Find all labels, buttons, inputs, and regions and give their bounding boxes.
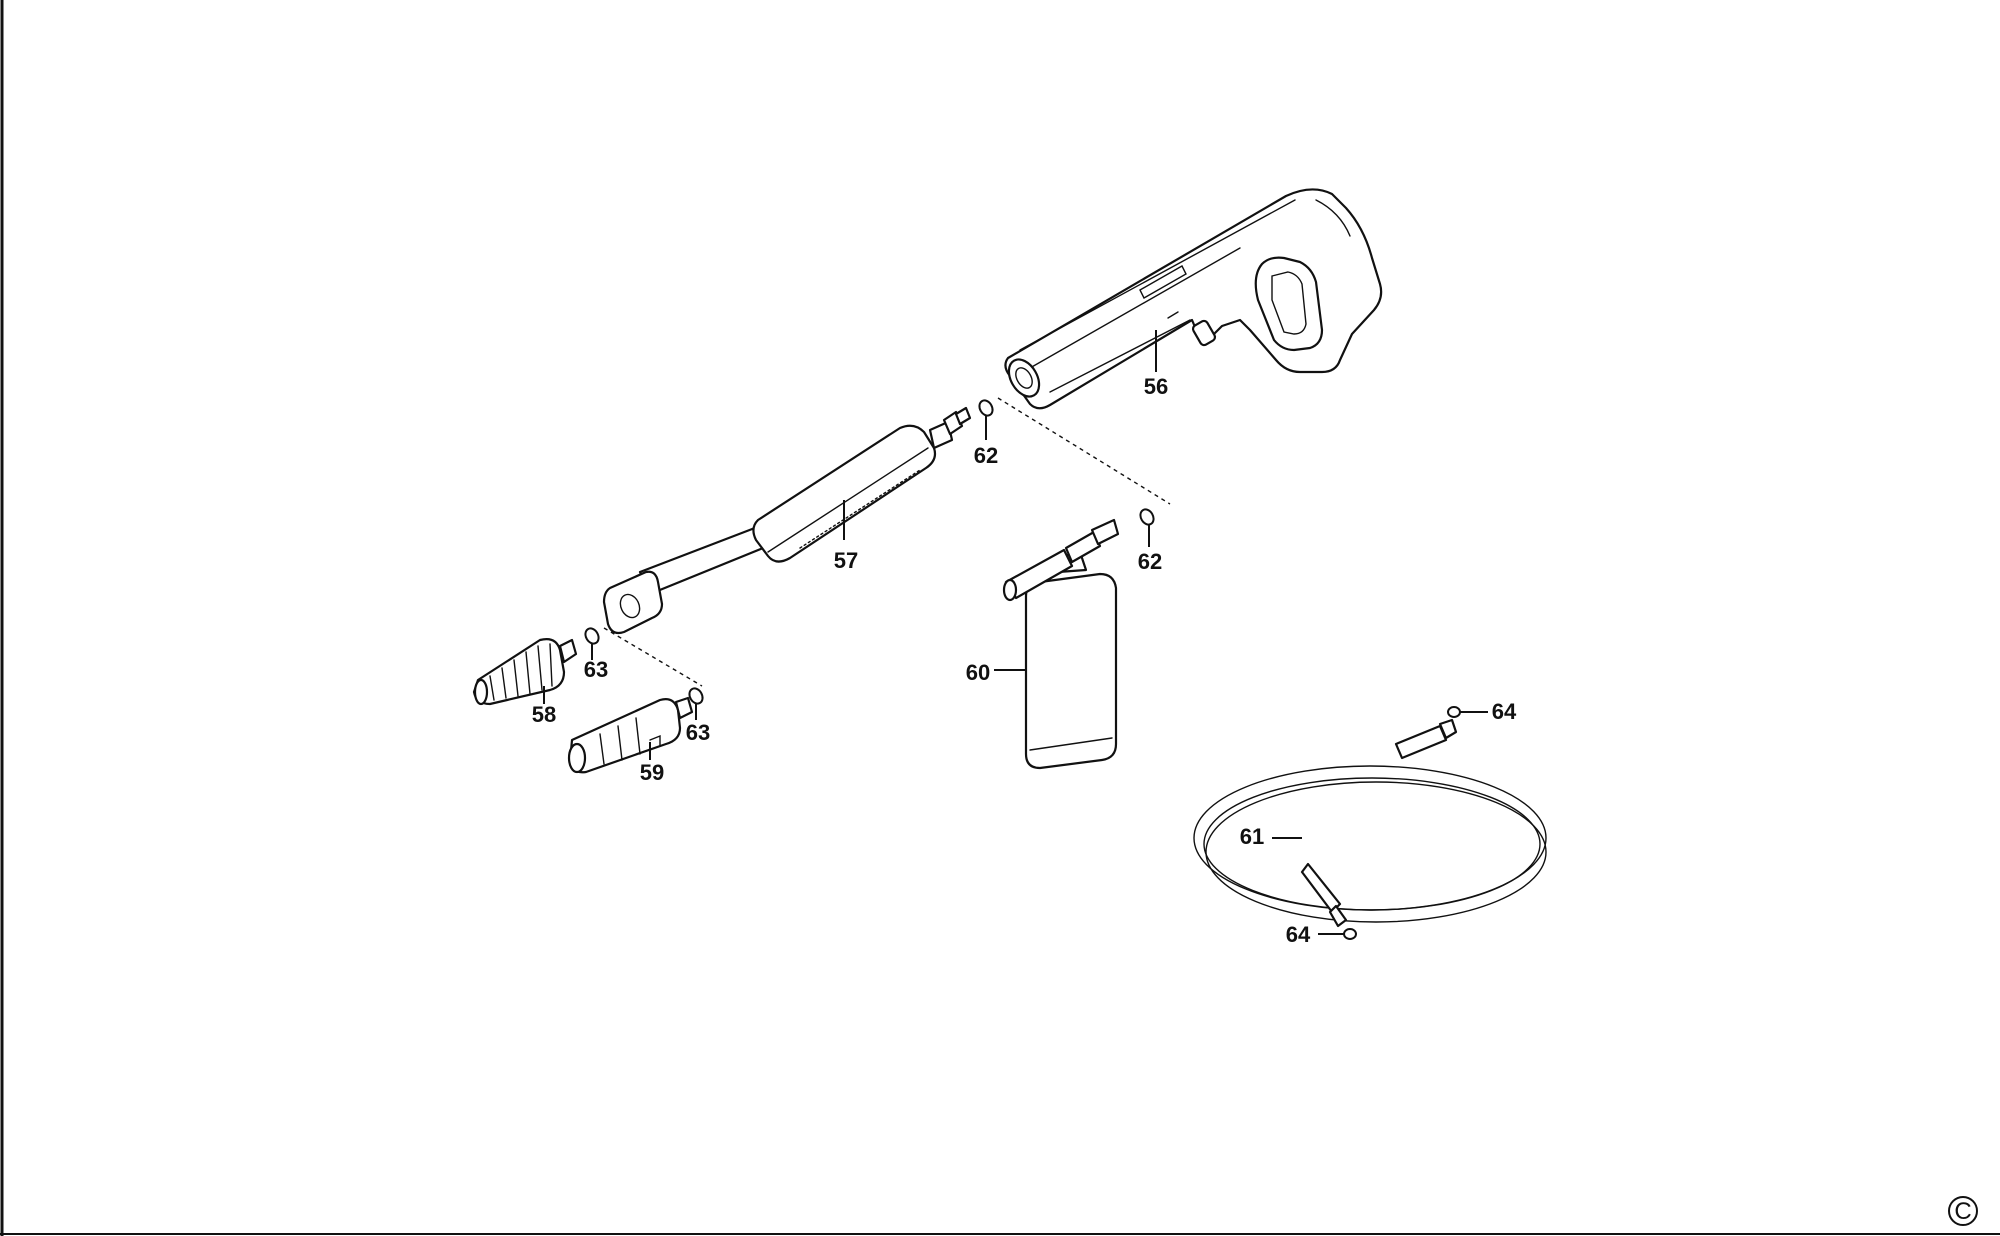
callout-63b: 63 <box>686 720 710 745</box>
seal-ring-64a <box>1447 706 1461 718</box>
callout-57: 57 <box>834 548 858 573</box>
seal-ring-62b <box>1139 508 1155 526</box>
seal-ring-63a <box>584 627 600 645</box>
callout-60: 60 <box>966 660 990 685</box>
callout-58: 58 <box>532 702 556 727</box>
callout-64a: 64 <box>1492 699 1517 724</box>
turbo-nozzle <box>472 638 578 706</box>
assembly-line-gun-bottle <box>997 397 1171 505</box>
callout-63a: 63 <box>584 657 608 682</box>
seal-ring-62a <box>978 399 994 417</box>
callout-64b: 64 <box>1286 922 1311 947</box>
high-pressure-hose <box>1193 718 1547 928</box>
callout-62b: 62 <box>1138 549 1162 574</box>
callout-61: 61 <box>1240 824 1264 849</box>
variable-nozzle <box>567 696 694 774</box>
leader-lines <box>543 330 1488 935</box>
callout-62a: 62 <box>974 443 998 468</box>
callout-56: 56 <box>1144 374 1168 399</box>
seal-ring-63b <box>688 687 704 705</box>
spray-gun-handle <box>1004 188 1383 410</box>
copyright-mark: C <box>1948 1196 1978 1226</box>
seal-ring-64b <box>1343 928 1357 940</box>
foam-bottle <box>1002 518 1120 770</box>
callout-59: 59 <box>640 760 664 785</box>
copyright-letter: C <box>1954 1198 1971 1225</box>
assembly-line-lance-nozzle <box>603 627 703 687</box>
spray-lance <box>602 406 972 635</box>
